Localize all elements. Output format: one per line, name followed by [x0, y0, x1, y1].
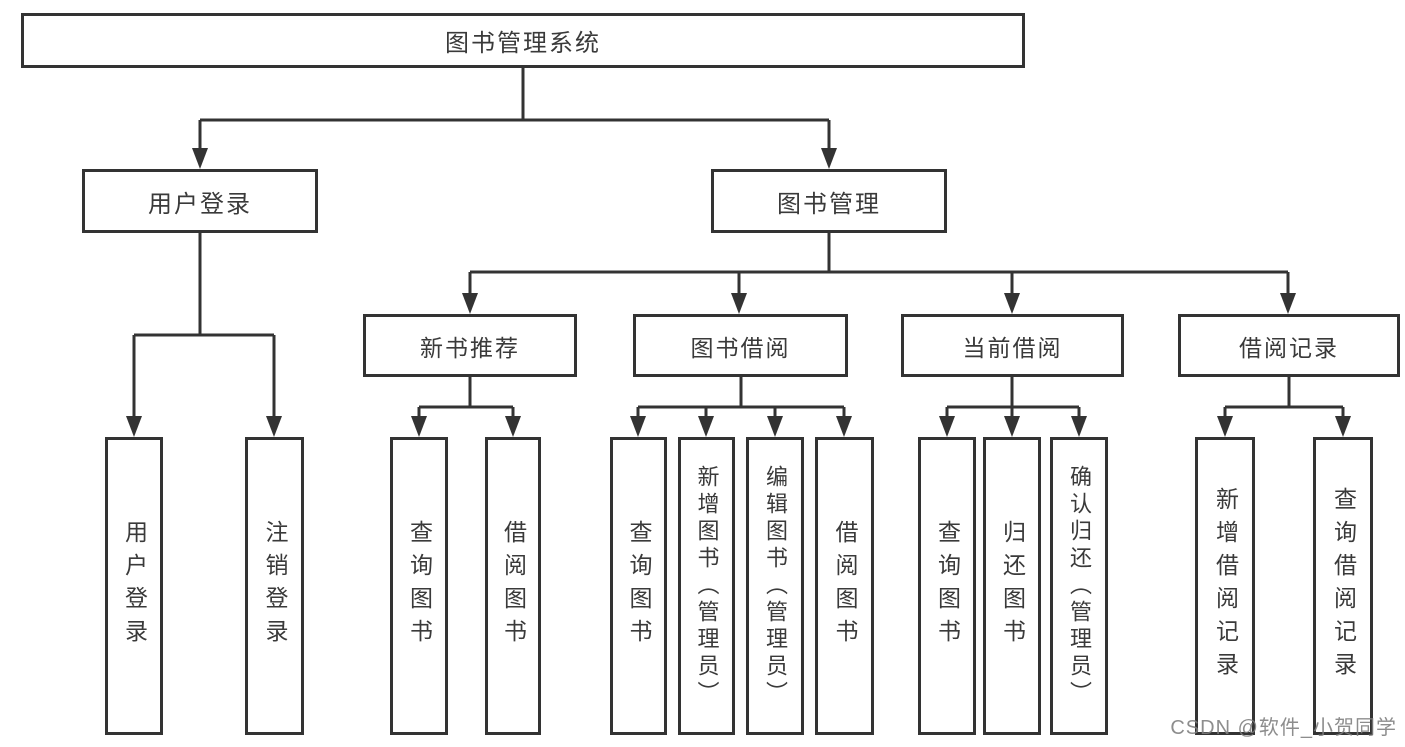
node-leaf-rec-query-book: 查询图书 — [390, 437, 448, 735]
connector-current-borrow-to-leaves — [945, 377, 1081, 419]
arrowheads-new-book-rec-leaves — [411, 416, 521, 437]
node-current-borrow: 当前借阅 — [901, 314, 1124, 377]
node-leaf-br-query-record: 查询借阅记录 — [1313, 437, 1373, 735]
arrowhead-icon — [462, 293, 478, 314]
arrowhead-icon — [1004, 293, 1020, 314]
arrowhead-icon — [630, 416, 646, 437]
arrowhead-icon — [1335, 416, 1351, 437]
node-book-borrow: 图书借阅 — [633, 314, 848, 377]
arrowhead-icon — [192, 148, 208, 169]
arrowhead-icon — [1280, 293, 1296, 314]
leaf-label: 确认归还（管理员） — [1067, 464, 1092, 708]
leaf-label: 查询图书 — [934, 520, 961, 652]
arrowhead-icon — [767, 416, 783, 437]
arrowhead-icon — [411, 416, 427, 437]
arrowhead-icon — [836, 416, 852, 437]
node-book-mgmt: 图书管理 — [711, 169, 947, 233]
leaf-label: 用户登录 — [121, 520, 148, 652]
arrowheads-book-borrow-leaves — [630, 416, 852, 437]
node-leaf-br-add-record: 新增借阅记录 — [1195, 437, 1255, 735]
connector-book-mgmt-to-level3 — [468, 233, 1290, 296]
arrowheads-borrow-records-leaves — [1217, 416, 1351, 437]
arrowheads-current-borrow-leaves — [939, 416, 1087, 437]
node-leaf-bb-add-book: 新增图书（管理员） — [678, 437, 735, 735]
arrowhead-icon — [266, 416, 282, 437]
node-leaf-bb-edit-book: 编辑图书（管理员） — [746, 437, 804, 735]
leaf-label: 查询图书 — [406, 520, 433, 652]
node-leaf-logout: 注销登录 — [245, 437, 304, 735]
connector-user-login-to-leaves — [132, 233, 276, 419]
connector-root-to-level2 — [198, 68, 831, 150]
leaf-label: 编辑图书（管理员） — [763, 464, 788, 708]
arrowhead-icon — [821, 148, 837, 169]
arrowhead-icon — [698, 416, 714, 437]
leaf-label: 注销登录 — [262, 520, 288, 652]
arrowhead-icon — [1217, 416, 1233, 437]
node-leaf-cb-confirm-return: 确认归还（管理员） — [1050, 437, 1108, 735]
leaf-label: 借阅图书 — [500, 520, 527, 652]
connector-new-book-rec-to-leaves — [417, 377, 515, 419]
arrowheads-user-login-leaves — [126, 416, 282, 437]
node-leaf-cb-query-book: 查询图书 — [918, 437, 976, 735]
arrowhead-icon — [1004, 416, 1020, 437]
arrowhead-icon — [731, 293, 747, 314]
node-new-book-rec: 新书推荐 — [363, 314, 577, 377]
watermark: CSDN @软件_小贺同学 — [1170, 717, 1397, 739]
arrowhead-icon — [1071, 416, 1087, 437]
node-leaf-user-login: 用户登录 — [105, 437, 163, 735]
arrowhead-icon — [939, 416, 955, 437]
connector-book-borrow-to-leaves — [636, 377, 846, 419]
arrowhead-icon — [126, 416, 142, 437]
arrowhead-icon — [505, 416, 521, 437]
node-root: 图书管理系统 — [21, 13, 1025, 68]
arrowheads-book-mgmt-level3 — [462, 293, 1296, 314]
node-user-login: 用户登录 — [82, 169, 318, 233]
arrowheads-root-to-level2 — [192, 148, 837, 169]
node-leaf-cb-return-book: 归还图书 — [983, 437, 1041, 735]
leaf-label: 查询图书 — [626, 520, 652, 652]
leaf-label: 归还图书 — [999, 520, 1026, 652]
leaf-label: 新增借阅记录 — [1212, 487, 1239, 685]
node-leaf-rec-borrow-book: 借阅图书 — [485, 437, 541, 735]
node-leaf-bb-borrow-book: 借阅图书 — [815, 437, 874, 735]
node-leaf-bb-query-book: 查询图书 — [610, 437, 667, 735]
leaf-label: 查询借阅记录 — [1330, 487, 1357, 685]
leaf-label: 新增图书（管理员） — [694, 464, 720, 708]
node-borrow-records: 借阅记录 — [1178, 314, 1400, 377]
connector-borrow-records-to-leaves — [1223, 377, 1345, 419]
leaf-label: 借阅图书 — [832, 520, 858, 652]
